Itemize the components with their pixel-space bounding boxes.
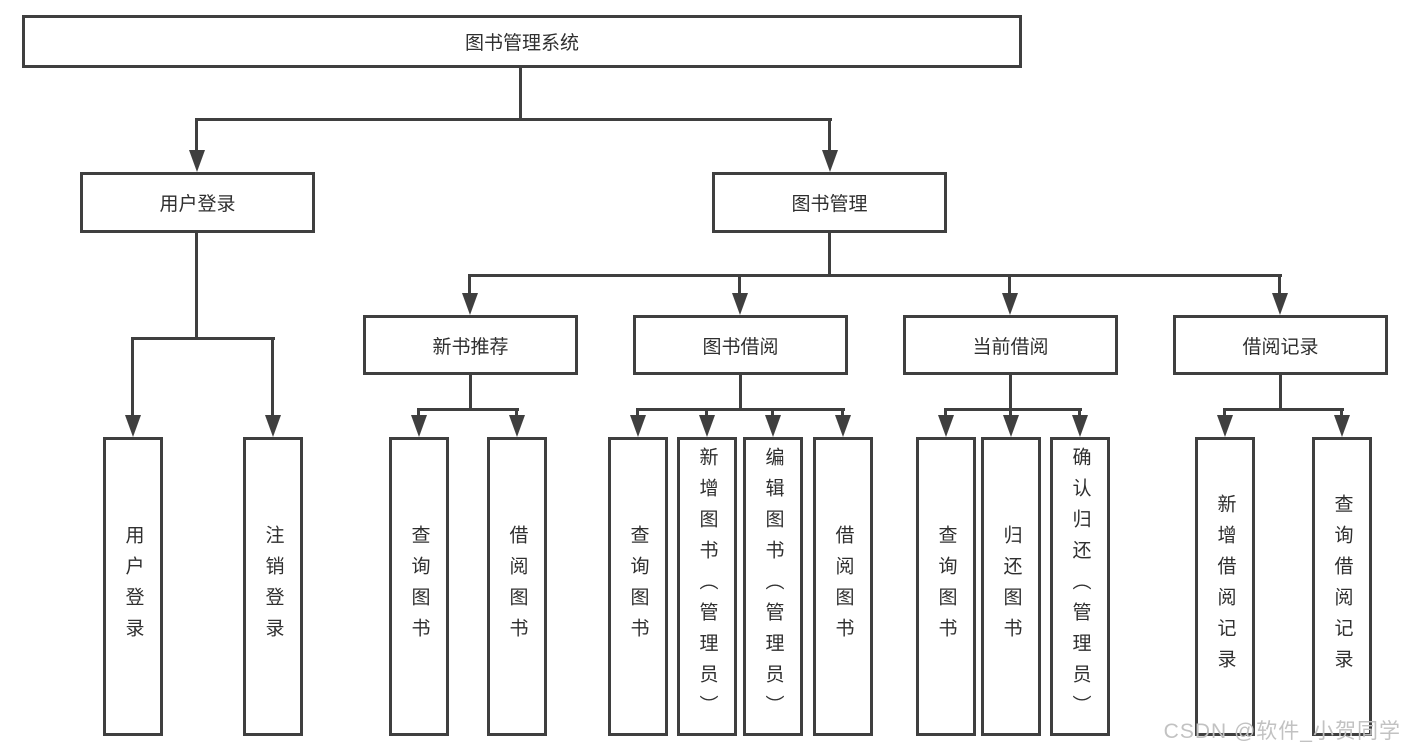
leaf-edit-book-admin-label: 编辑图书（管理员）: [762, 447, 784, 726]
leaf-borrow-books-recommend-label: 借阅图书: [506, 524, 528, 649]
node-user-login: 用户登录: [80, 172, 315, 233]
leaf-borrow-books-borrowing: 借阅图书: [813, 437, 873, 736]
connector-group3-vline: [1009, 375, 1012, 410]
connector-user-login-vline: [195, 233, 198, 338]
leaf-query-books-borrowing-label: 查询图书: [627, 524, 649, 649]
leaf-logout: 注销登录: [243, 437, 303, 736]
leaf-user-login: 用户登录: [103, 437, 163, 736]
node-borrowing-records: 借阅记录: [1173, 315, 1388, 375]
leaf-edit-book-admin: 编辑图书（管理员）: [743, 437, 803, 736]
connector-book-mgmt-hline: [468, 274, 1282, 277]
node-new-book-recommendation: 新书推荐: [363, 315, 578, 375]
node-borrowing-records-label: 借阅记录: [1242, 336, 1319, 358]
node-user-login-label: 用户登录: [159, 194, 236, 215]
node-current-borrowing: 当前借阅: [903, 315, 1118, 375]
leaf-query-books-recommend-label: 查询图书: [408, 524, 430, 649]
node-book-borrowing-label: 图书借阅: [702, 336, 779, 358]
connector-root-hline: [195, 118, 832, 121]
leaf-confirm-return-admin-label: 确认归还（管理员）: [1069, 447, 1091, 726]
node-root: 图书管理系统: [22, 15, 1022, 68]
connector-group3-hline: [944, 408, 1082, 411]
csdn-watermark: CSDN @软件_小贺同学: [1163, 720, 1401, 743]
leaf-query-books-borrowing: 查询图书: [608, 437, 668, 736]
leaf-add-borrow-record: 新增借阅记录: [1195, 437, 1255, 736]
leaf-confirm-return-admin: 确认归还（管理员）: [1050, 437, 1110, 736]
connector-group2-vline: [739, 375, 742, 410]
node-book-management-label: 图书管理: [791, 194, 868, 215]
leaf-add-book-admin: 新增图书（管理员）: [677, 437, 737, 736]
leaf-borrow-books-borrowing-label: 借阅图书: [832, 524, 854, 649]
leaf-query-borrow-record: 查询借阅记录: [1312, 437, 1372, 736]
connector-book-mgmt-vline: [828, 233, 831, 276]
node-book-borrowing: 图书借阅: [633, 315, 848, 375]
connector-user-login-hline: [131, 337, 275, 340]
leaf-user-login-label: 用户登录: [122, 524, 144, 649]
connector-group4-hline: [1223, 408, 1344, 411]
leaf-query-books-current: 查询图书: [916, 437, 976, 736]
node-book-management: 图书管理: [712, 172, 947, 233]
connector-group1-hline: [417, 408, 519, 411]
connector-root-vline: [519, 68, 522, 119]
leaf-query-books-recommend: 查询图书: [389, 437, 449, 736]
node-new-book-recommendation-label: 新书推荐: [432, 336, 509, 358]
leaf-return-books: 归还图书: [981, 437, 1041, 736]
node-root-label: 图书管理系统: [464, 33, 579, 54]
leaf-logout-label: 注销登录: [262, 524, 284, 649]
leaf-return-books-label: 归还图书: [1000, 524, 1022, 649]
connector-group2-hline: [636, 408, 845, 411]
leaf-add-book-admin-label: 新增图书（管理员）: [696, 447, 718, 726]
leaf-borrow-books-recommend: 借阅图书: [487, 437, 547, 736]
node-current-borrowing-label: 当前借阅: [972, 336, 1049, 358]
leaf-add-borrow-record-label: 新增借阅记录: [1214, 493, 1236, 680]
connector-group4-vline: [1279, 375, 1282, 410]
connector-group1-vline: [469, 375, 472, 410]
leaf-query-books-current-label: 查询图书: [935, 524, 957, 649]
leaf-query-borrow-record-label: 查询借阅记录: [1331, 493, 1353, 680]
